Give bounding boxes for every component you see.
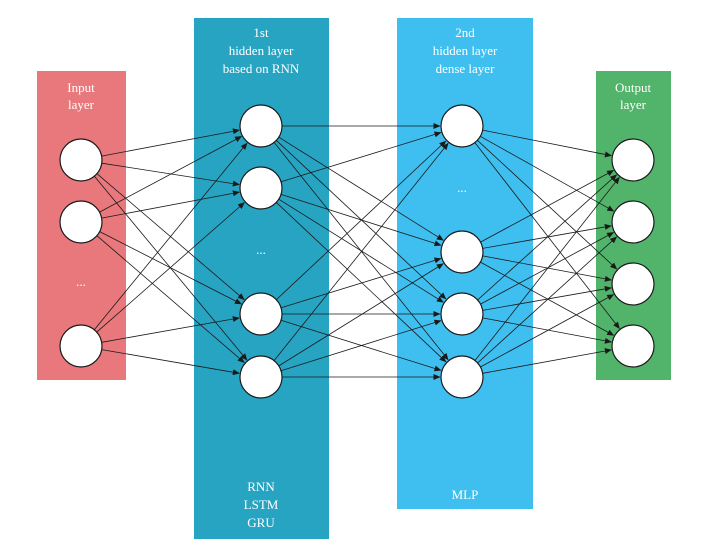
output-layer-label-line-2: layer bbox=[620, 97, 647, 112]
input-node-1 bbox=[59, 138, 103, 182]
hidden-layer-1-type-gru: GRU bbox=[247, 515, 275, 530]
input-layer-label-line-1: Input bbox=[67, 80, 95, 95]
connection-input-2-to-hidden1-1 bbox=[99, 136, 243, 213]
connection-hidden1-4-to-hidden2-3 bbox=[280, 319, 442, 372]
hidden-layer-2-label-line-1: 2nd bbox=[455, 25, 475, 40]
hidden-layer-1-ellipsis: ... bbox=[256, 242, 266, 257]
connection-input-3-to-hidden1-4 bbox=[101, 349, 240, 376]
connection-input-3-to-hidden1-3 bbox=[101, 316, 240, 343]
connection-input-3-to-hidden1-1 bbox=[93, 142, 248, 330]
connection-input-1-to-hidden1-1 bbox=[101, 128, 240, 157]
hidden-layer-2-ellipsis: ... bbox=[457, 180, 467, 195]
hidden2-node-3 bbox=[440, 292, 484, 336]
hidden-layer-1-label-line-1: 1st bbox=[253, 25, 269, 40]
hidden2-node-1 bbox=[440, 104, 484, 148]
connection-hidden2-2-to-output-1 bbox=[480, 170, 615, 243]
hidden-layer-1-label-line-3: based on RNN bbox=[223, 61, 300, 76]
connection-hidden2-3-to-output-1 bbox=[477, 174, 618, 301]
connection-hidden1-4-to-hidden2-1 bbox=[273, 142, 449, 361]
connection-hidden2-4-to-output-1 bbox=[474, 176, 620, 361]
connections-group bbox=[93, 123, 620, 380]
input-layer-ellipsis: ... bbox=[76, 274, 86, 289]
input-layer-label-line-2: layer bbox=[68, 97, 95, 112]
connection-input-2-to-hidden1-2 bbox=[101, 190, 240, 219]
output-node-4 bbox=[611, 324, 655, 368]
connection-hidden1-2-to-hidden2-1 bbox=[280, 131, 442, 183]
connection-hidden1-2-to-hidden2-3 bbox=[278, 198, 444, 303]
connection-hidden1-1-to-hidden2-2 bbox=[278, 136, 444, 241]
connection-hidden1-3-to-hidden2-1 bbox=[276, 140, 447, 300]
output-node-3 bbox=[611, 262, 655, 306]
hidden1-node-3 bbox=[239, 292, 283, 336]
connection-input-3-to-hidden1-2 bbox=[96, 202, 245, 333]
connection-hidden2-4-to-output-4 bbox=[482, 348, 612, 374]
connection-hidden2-3-to-output-3 bbox=[482, 285, 612, 311]
output-node-2 bbox=[611, 200, 655, 244]
connection-hidden2-3-to-output-4 bbox=[482, 317, 612, 344]
connection-hidden2-3-to-output-2 bbox=[480, 232, 615, 305]
connection-hidden1-2-to-hidden2-4 bbox=[276, 202, 447, 363]
hidden-layer-2-label-line-3: dense layer bbox=[436, 61, 496, 76]
hidden2-node-4 bbox=[440, 355, 484, 399]
output-layer-label-line-1: Output bbox=[615, 80, 652, 95]
connection-hidden1-4-to-hidden2-2 bbox=[278, 263, 444, 367]
hidden-layer-1-type-rnn: RNN bbox=[247, 479, 275, 494]
hidden-layer-2-label-line-2: hidden layer bbox=[433, 43, 498, 58]
connection-hidden1-2-to-hidden2-2 bbox=[280, 194, 442, 247]
connection-hidden2-1-to-output-1 bbox=[482, 129, 612, 158]
hidden-layer-2-type-mlp: MLP bbox=[452, 487, 479, 502]
connection-hidden1-3-to-hidden2-2 bbox=[280, 257, 442, 309]
hidden-layer-1-type-lstm: LSTM bbox=[244, 497, 279, 512]
output-node-1 bbox=[611, 138, 655, 182]
hidden1-node-4 bbox=[239, 355, 283, 399]
input-node-2 bbox=[59, 200, 103, 244]
hidden2-node-2 bbox=[440, 230, 484, 274]
nodes-group bbox=[59, 104, 655, 399]
connection-hidden2-1-to-output-3 bbox=[477, 140, 618, 270]
connection-hidden2-4-to-output-2 bbox=[477, 236, 618, 364]
hidden1-node-2 bbox=[239, 166, 283, 210]
connection-input-2-to-hidden1-4 bbox=[96, 235, 245, 363]
connection-hidden2-1-to-output-4 bbox=[474, 142, 620, 329]
connection-hidden2-4-to-output-3 bbox=[480, 294, 615, 368]
hidden1-node-1 bbox=[239, 104, 283, 148]
connection-hidden2-1-to-output-2 bbox=[480, 135, 615, 212]
hidden-layer-1-band bbox=[194, 18, 329, 539]
hidden-layer-1-label-line-2: hidden layer bbox=[229, 43, 294, 58]
input-node-3 bbox=[59, 324, 103, 368]
